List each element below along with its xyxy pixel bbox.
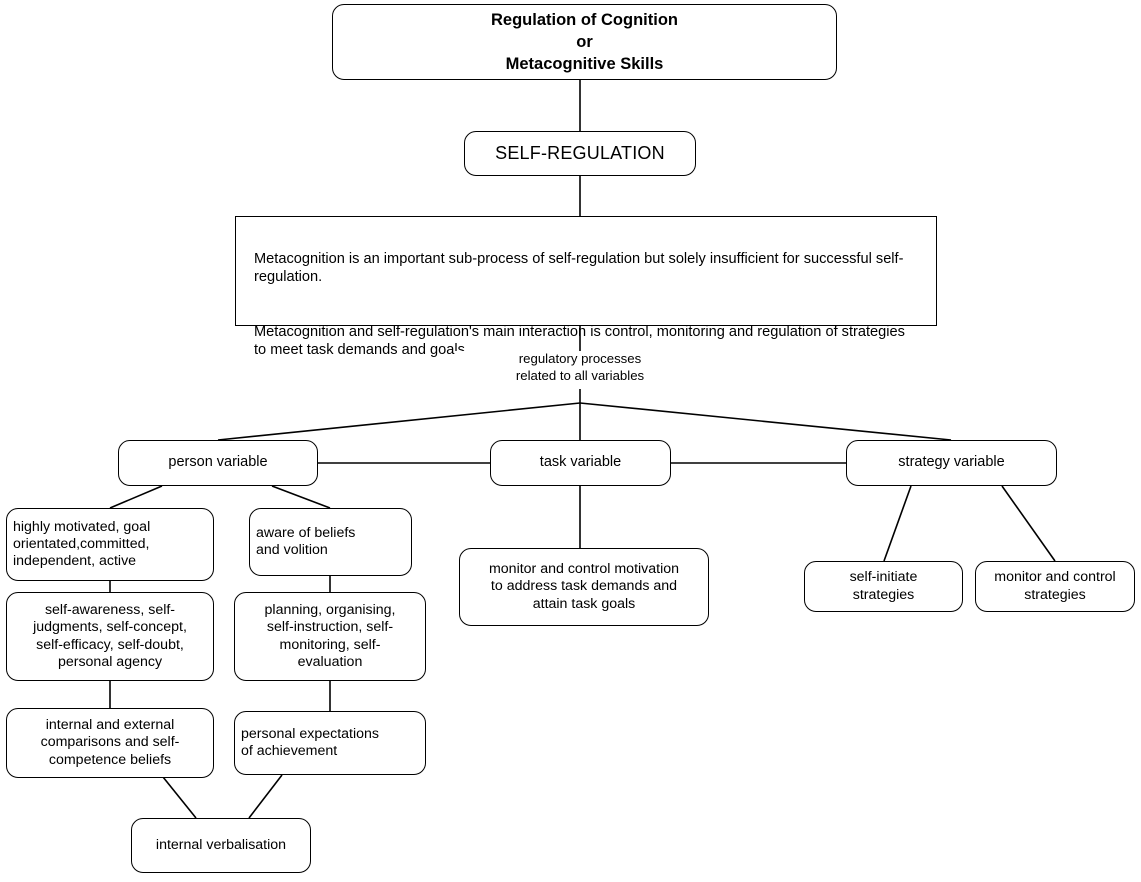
task-variable-text: task variable [539, 454, 622, 471]
note-paragraph-2: Metacognition and self-regulation's main… [254, 323, 905, 359]
title-box: Regulation of Cognition or Metacognitive… [332, 4, 837, 80]
note-box: Metacognition is an important sub-proces… [235, 216, 937, 358]
self-regulation-box: SELF-REGULATION [464, 131, 696, 176]
note-paragraph-1: Metacognition is an important sub-proces… [254, 250, 904, 286]
person-left-node-3-text: internal and external comparisons and se… [40, 717, 180, 768]
connector-label: regulatory processes related to all vari… [455, 351, 705, 385]
internal-verbalisation-box: internal verbalisation [131, 818, 311, 873]
task-child-node-1: monitor and control motivation to addres… [459, 548, 709, 626]
person-right-node-2: planning, organising, self-instruction, … [234, 592, 426, 681]
edge-strategy-to-monitorcontrol [1001, 485, 1056, 562]
person-variable-text: person variable [168, 454, 268, 471]
strategy-child-node-2: monitor and control strategies [975, 561, 1135, 612]
person-left-node-2-text: self-awareness, self- judgments, self-co… [33, 601, 187, 670]
self-regulation-text: SELF-REGULATION [495, 142, 665, 163]
strategy-child-node-1: self-initiate strategies [804, 561, 963, 612]
person-right-node-3: personal expectations of achievement [234, 711, 426, 775]
edge-strategy-to-selfinitiate [883, 485, 912, 562]
task-child-node-1-text: monitor and control motivation to addres… [488, 561, 680, 612]
strategy-child-node-2-text: monitor and control strategies [994, 569, 1116, 603]
strategy-child-node-1-text: self-initiate strategies [849, 569, 918, 603]
edge-fan-to-strategy [579, 402, 952, 441]
edge-fan-to-person [217, 402, 581, 441]
internal-verbalisation-text: internal verbalisation [155, 836, 287, 853]
person-variable-box: person variable [118, 440, 318, 486]
strategy-variable-text: strategy variable [898, 454, 1005, 471]
title-box-text: Regulation of Cognition or Metacognitive… [491, 10, 678, 74]
person-left-node-1: highly motivated, goal orientated,commit… [6, 508, 214, 581]
person-right-node-2-text: planning, organising, self-instruction, … [264, 601, 396, 670]
person-right-node-1-text: aware of beliefs and volition [256, 524, 356, 558]
edge-person-to-highly-motivated [109, 485, 163, 509]
edge-internal-external-to-verbalisation [162, 776, 197, 819]
person-right-node-3-text: personal expectations of achievement [241, 725, 380, 759]
person-right-node-1: aware of beliefs and volition [249, 508, 412, 576]
edge-person-to-aware-beliefs [271, 485, 331, 509]
strategy-variable-box: strategy variable [846, 440, 1057, 486]
person-left-node-3: internal and external comparisons and se… [6, 708, 214, 778]
person-left-node-1-text: highly motivated, goal orientated,commit… [13, 518, 151, 570]
person-left-node-2: self-awareness, self- judgments, self-co… [6, 592, 214, 681]
edge-expectations-to-verbalisation [248, 774, 283, 819]
note-box-text: Metacognition is an important sub-proces… [254, 231, 918, 379]
task-variable-box: task variable [490, 440, 671, 486]
